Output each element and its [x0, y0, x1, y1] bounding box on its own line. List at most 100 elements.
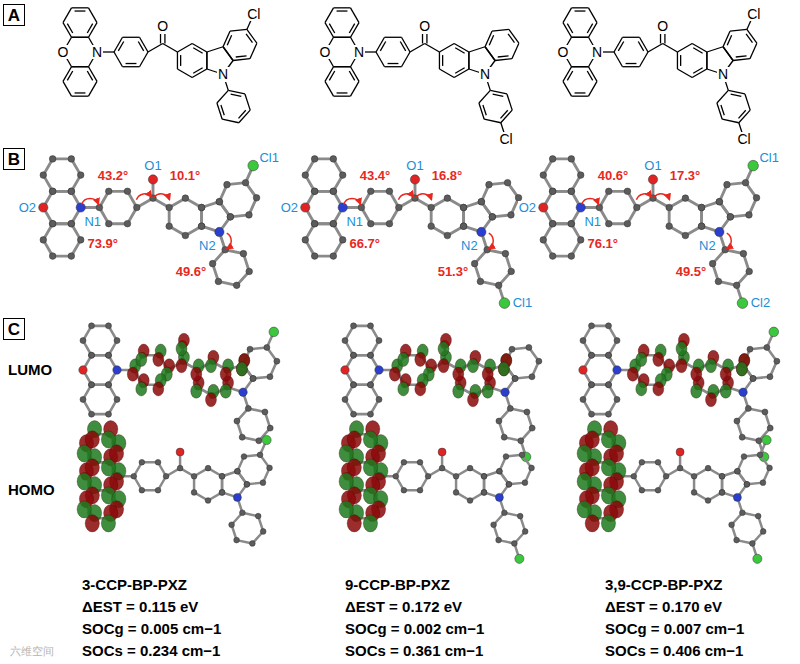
bond-line	[250, 43, 257, 59]
torsion-arrow	[82, 199, 99, 205]
atom-ball	[589, 323, 595, 329]
bond-line	[72, 37, 89, 38]
atom-ball	[351, 382, 357, 388]
atom-ball	[769, 327, 779, 337]
atom-ball	[486, 181, 493, 188]
bond-line	[247, 29, 257, 43]
torsion-angle: 49.6°	[175, 265, 208, 279]
atom-ball	[439, 465, 445, 471]
atom-ball	[549, 220, 556, 227]
bond-line	[207, 47, 223, 52]
atom-ball	[68, 220, 75, 227]
atom-ball	[239, 434, 245, 440]
atom-ball	[410, 175, 419, 184]
orbital-lobe	[705, 359, 716, 373]
atom-ball	[740, 510, 746, 516]
orbital-lobe	[498, 362, 509, 376]
bond-line	[329, 24, 334, 33]
atom-label: Cl	[498, 132, 513, 147]
bond-line	[722, 119, 739, 123]
bond-line	[148, 44, 163, 53]
bond-line	[626, 63, 637, 64]
bond-line	[623, 66, 640, 67]
property-value: SOCg = 0.002 cm−1	[345, 621, 484, 637]
bond-line	[228, 90, 245, 94]
torsion-arrow	[489, 233, 494, 249]
atom-label: N2	[460, 239, 479, 253]
bond-line	[739, 110, 750, 123]
homo-model	[77, 421, 272, 547]
atom-ball	[255, 513, 261, 519]
atom-ball	[338, 203, 347, 212]
atom-label: Cl1	[512, 296, 534, 310]
crystal-structure	[301, 156, 522, 309]
atom-ball	[77, 172, 84, 179]
orbital-lobe	[389, 367, 400, 381]
orbital-lobe	[398, 352, 409, 366]
atom-ball	[508, 212, 515, 219]
atom-ball	[444, 195, 451, 202]
atom-ball	[497, 468, 503, 474]
atom-ball	[549, 188, 556, 195]
atom-label: O2	[18, 201, 37, 215]
orbital-lobe	[191, 384, 202, 398]
torsion-arrow	[636, 194, 651, 200]
property-value: 3,9-CCP-BP-PXZ	[605, 577, 723, 593]
atom-ball	[124, 188, 131, 195]
bond-line	[337, 10, 348, 11]
bond-line	[677, 69, 692, 78]
atom-ball	[460, 204, 467, 211]
atom-ball	[517, 513, 523, 519]
atom-ball	[529, 465, 535, 471]
atom-ball	[512, 376, 518, 382]
atom-ball	[589, 352, 595, 358]
atom-ball	[428, 204, 435, 211]
orbital-lobe	[347, 515, 361, 532]
atom-ball	[68, 220, 75, 227]
orbital-label: LUMO	[8, 362, 52, 378]
atom-ball	[219, 490, 225, 496]
bond-line	[677, 52, 678, 69]
atom-label: N1	[345, 215, 364, 229]
orbital-lobe	[736, 362, 747, 376]
bond-line	[509, 29, 519, 43]
atom-ball	[682, 232, 689, 239]
atom-ball	[267, 374, 273, 380]
bond-line	[63, 8, 72, 23]
atom-label: Cl1	[258, 151, 280, 165]
atom-ball	[734, 418, 740, 424]
atom-ball	[506, 481, 512, 487]
bond-line	[75, 10, 86, 11]
orbital-lobe	[339, 473, 353, 490]
orbital-lobe	[136, 352, 147, 366]
bond-line	[614, 52, 623, 67]
bond-line	[736, 56, 747, 57]
atom-ball	[77, 237, 84, 244]
atom-ball	[339, 237, 346, 244]
atom-label: N	[353, 45, 365, 60]
atom-ball	[311, 220, 318, 227]
bond-line	[425, 44, 440, 53]
atom-ball	[182, 195, 189, 202]
atom-ball	[478, 198, 485, 205]
atom-ball	[742, 179, 749, 186]
atom-ball	[368, 411, 374, 417]
torsion-arrow	[582, 198, 599, 204]
atom-ball	[245, 405, 251, 411]
bond-line	[87, 24, 92, 33]
bond-line	[138, 42, 143, 51]
bond-line	[572, 66, 589, 67]
bond-line	[746, 34, 752, 43]
orbital-lobe	[482, 367, 493, 381]
atom-ball	[568, 253, 575, 260]
atom-ball	[267, 425, 273, 431]
atom-ball	[756, 438, 762, 444]
atom-ball	[113, 366, 121, 374]
atom-ball	[522, 529, 528, 535]
torsion-angle: 43.2°	[97, 169, 130, 183]
atom-ball	[529, 425, 535, 431]
orbital-lobe	[653, 382, 664, 396]
atom-ball	[134, 204, 141, 211]
bond-line	[63, 81, 72, 96]
orbital-lobe	[676, 342, 687, 356]
